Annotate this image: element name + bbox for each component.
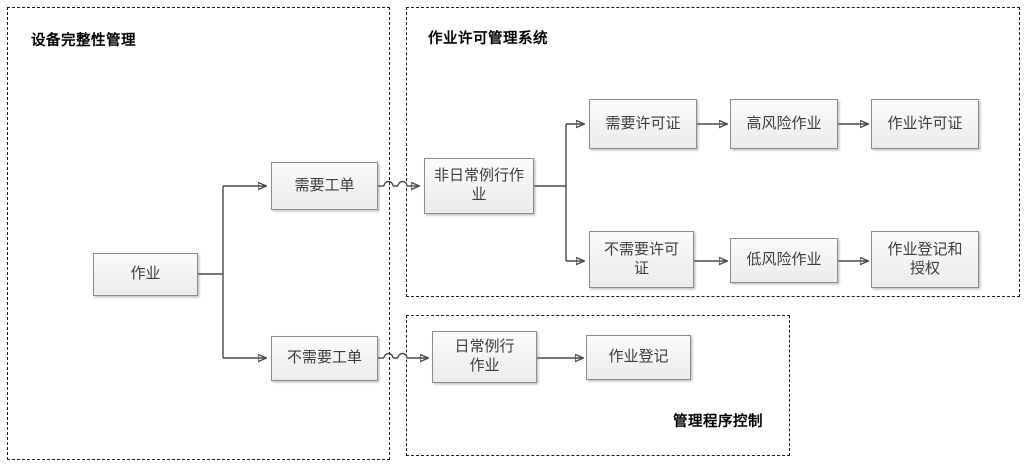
group-title-management-procedure-control: 管理程序控制 [673, 414, 763, 430]
node-work-register[interactable]: 作业登记 [586, 335, 691, 380]
node-need-permit[interactable]: 需要许可证 [589, 99, 697, 149]
group-title-equipment-integrity: 设备完整性管理 [31, 33, 136, 49]
group-equipment-integrity [7, 7, 390, 460]
node-high-risk-work[interactable]: 高风险作业 [730, 99, 838, 149]
node-work-permit[interactable]: 作业许可证 [871, 99, 979, 149]
node-no-need-work-order[interactable]: 不需要工单 [271, 336, 378, 381]
node-need-work-order[interactable]: 需要工单 [271, 162, 378, 210]
node-low-risk-work[interactable]: 低风险作业 [730, 238, 838, 283]
node-work[interactable]: 作业 [93, 253, 198, 296]
group-work-permit-system [406, 7, 1020, 297]
node-routine-work[interactable]: 日常例行 作业 [432, 331, 537, 383]
group-management-procedure-control [406, 315, 790, 456]
node-non-routine-work[interactable]: 非日常例行作 业 [424, 158, 534, 214]
node-work-register-auth[interactable]: 作业登记和 授权 [871, 231, 979, 288]
node-no-need-permit[interactable]: 不需要许可 证 [589, 231, 694, 288]
group-title-work-permit-system: 作业许可管理系统 [428, 31, 548, 47]
